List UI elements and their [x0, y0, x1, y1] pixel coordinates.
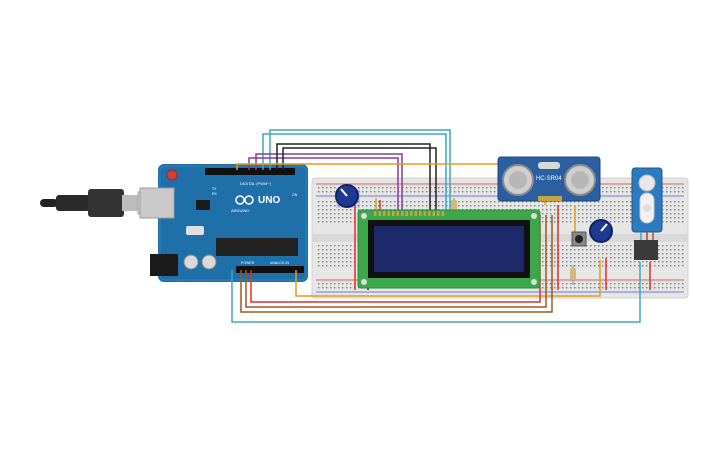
- sensor-label: HC-SR04: [536, 176, 562, 182]
- wire-brown-2[interactable]: [245, 215, 547, 308]
- wire-brown-1[interactable]: [240, 215, 553, 313]
- analog-header-label: ANALOG IN: [270, 261, 290, 265]
- lcd-pin-header: [374, 211, 444, 216]
- wire-black-1[interactable]: [276, 143, 431, 210]
- wire-orange-bottom[interactable]: [295, 260, 601, 297]
- board-brand: ARDUINO: [231, 208, 249, 213]
- resistor[interactable]: [570, 265, 576, 285]
- reset-button[interactable]: [166, 169, 178, 181]
- potentiometer[interactable]: [589, 219, 613, 243]
- wire-black-2[interactable]: [282, 147, 437, 210]
- capacitor: [183, 254, 199, 270]
- servo-connector: [634, 240, 658, 260]
- lcd-screen: [374, 226, 524, 272]
- hc-sr04-sensor[interactable]: HC-SR04: [497, 156, 601, 202]
- crystal: [186, 226, 204, 235]
- on-label: ON: [292, 193, 298, 197]
- push-button[interactable]: [571, 231, 587, 247]
- digital-header: [205, 168, 295, 175]
- rx-label: RX: [212, 192, 218, 196]
- usb-chip: [196, 200, 210, 210]
- tx-label: TX: [212, 187, 217, 191]
- atmega-chip: [216, 238, 298, 256]
- infinity-logo: [244, 195, 254, 205]
- potentiometer[interactable]: [335, 184, 360, 208]
- power-header-label: POWER: [241, 261, 255, 265]
- capacitor: [201, 254, 217, 270]
- power-jack: [150, 254, 178, 276]
- power-analog-header: [236, 266, 304, 273]
- wire-purple-1[interactable]: [255, 153, 403, 210]
- wire-teal-2[interactable]: [269, 129, 451, 210]
- wire-teal-1[interactable]: [262, 133, 447, 210]
- infinity-logo: [235, 195, 245, 205]
- servo-motor[interactable]: [631, 167, 663, 260]
- arduino-uno[interactable]: UNO ARDUINO DIGITAL (PWM~) POWER ANALOG …: [139, 164, 308, 282]
- digital-header-label: DIGITAL (PWM~): [240, 181, 272, 186]
- lcd-16x2[interactable]: [357, 209, 541, 289]
- board-model: UNO: [258, 195, 280, 206]
- wire-teal-servo[interactable]: [231, 262, 641, 323]
- usb-port: [139, 187, 175, 219]
